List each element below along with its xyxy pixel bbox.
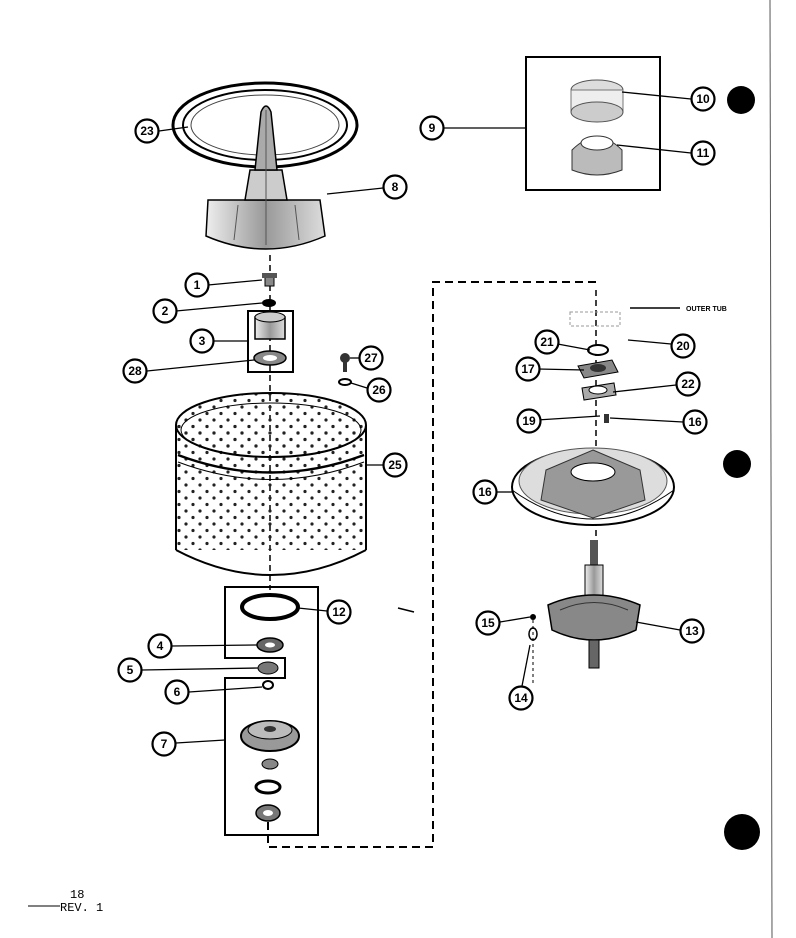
callout-circle-8 bbox=[382, 174, 408, 200]
callout-circle-22 bbox=[675, 371, 701, 397]
callout-circle-6 bbox=[164, 679, 190, 705]
callout-circle-2 bbox=[152, 298, 178, 324]
punch-hole-top bbox=[727, 86, 755, 114]
callout-circle-1 bbox=[184, 272, 210, 298]
washer-part-2 bbox=[262, 299, 276, 307]
callout-16b: 16 bbox=[478, 485, 492, 499]
callout-labels: 23 8 1 2 3 28 27 26 25 12 4 5 6 7 9 10 1… bbox=[127, 92, 710, 751]
callout-circle-21 bbox=[534, 329, 560, 355]
callout-6: 6 bbox=[174, 685, 181, 699]
callout-11: 11 bbox=[697, 146, 710, 160]
callout-circle-16a bbox=[682, 409, 708, 435]
page-number: 18 bbox=[70, 888, 85, 902]
outer-tub-fragment bbox=[569, 311, 621, 327]
callout-circle-19 bbox=[516, 408, 542, 434]
callout-circle-23 bbox=[134, 118, 160, 144]
callout-circle-10 bbox=[690, 86, 716, 112]
page-edge-line bbox=[769, 0, 773, 938]
lower-bearing-group bbox=[224, 586, 319, 836]
callout-22: 22 bbox=[681, 377, 695, 391]
page-footer: 18 REV. 1 bbox=[40, 889, 103, 915]
agitator-assembly bbox=[171, 81, 359, 250]
callout-3: 3 bbox=[199, 334, 206, 348]
callout-circle-14 bbox=[508, 685, 534, 711]
callout-circle-5 bbox=[117, 657, 143, 683]
spin-basket bbox=[175, 392, 367, 576]
washer-part-26 bbox=[338, 378, 352, 386]
punch-hole-bottom bbox=[724, 814, 760, 850]
revision-label: REV. 1 bbox=[60, 901, 104, 915]
callout-circle-12 bbox=[326, 599, 352, 625]
callout-13: 13 bbox=[685, 624, 699, 638]
callout-circle-13 bbox=[679, 618, 705, 644]
callout-16a: 16 bbox=[688, 415, 702, 429]
callout-7: 7 bbox=[161, 737, 168, 751]
fasteners-14-15 bbox=[528, 614, 538, 685]
callout-23: 23 bbox=[140, 124, 154, 138]
stray-mark bbox=[397, 607, 415, 613]
callout-21: 21 bbox=[540, 335, 554, 349]
drive-pulley bbox=[511, 447, 675, 526]
screw-part-27 bbox=[340, 353, 350, 372]
seal-kit-box bbox=[525, 56, 661, 191]
transmission bbox=[547, 540, 641, 669]
callout-4: 4 bbox=[157, 639, 164, 653]
dashed-connector-loop bbox=[267, 281, 596, 848]
callout-9: 9 bbox=[429, 121, 436, 135]
callout-circle-17 bbox=[515, 356, 541, 382]
callout-17: 17 bbox=[521, 362, 535, 376]
callout-14: 14 bbox=[514, 691, 528, 705]
callout-circle-20 bbox=[670, 333, 696, 359]
callout-circle-26 bbox=[366, 377, 392, 403]
callout-5: 5 bbox=[127, 663, 134, 677]
callout-8: 8 bbox=[392, 180, 399, 194]
callout-circle-7 bbox=[151, 731, 177, 757]
callout-19: 19 bbox=[522, 414, 536, 428]
callout-circle-3 bbox=[189, 328, 215, 354]
punch-hole-middle bbox=[723, 450, 751, 478]
callout-circle-16b bbox=[472, 479, 498, 505]
callout-28: 28 bbox=[128, 364, 142, 378]
callout-20: 20 bbox=[676, 339, 690, 353]
callout-12: 12 bbox=[332, 605, 346, 619]
callout-1: 1 bbox=[194, 278, 201, 292]
callout-10: 10 bbox=[696, 92, 710, 106]
callout-circle-9 bbox=[419, 115, 445, 141]
callout-circle-28 bbox=[122, 358, 148, 384]
drive-block-group bbox=[247, 310, 294, 373]
callout-25: 25 bbox=[388, 458, 402, 472]
callout-bubbles bbox=[117, 86, 716, 757]
callout-26: 26 bbox=[372, 383, 386, 397]
callout-2: 2 bbox=[162, 304, 169, 318]
callout-circle-4 bbox=[147, 633, 173, 659]
callout-circle-11 bbox=[690, 140, 716, 166]
outer-tub-label: OUTER TUB bbox=[686, 306, 727, 313]
bracket-parts bbox=[577, 344, 619, 423]
callout-circle-27 bbox=[358, 345, 384, 371]
callout-15: 15 bbox=[481, 616, 495, 630]
bolt-part-1 bbox=[262, 273, 277, 287]
callout-circle-15 bbox=[475, 610, 501, 636]
callout-27: 27 bbox=[364, 351, 378, 365]
callout-circle-25 bbox=[382, 452, 408, 478]
